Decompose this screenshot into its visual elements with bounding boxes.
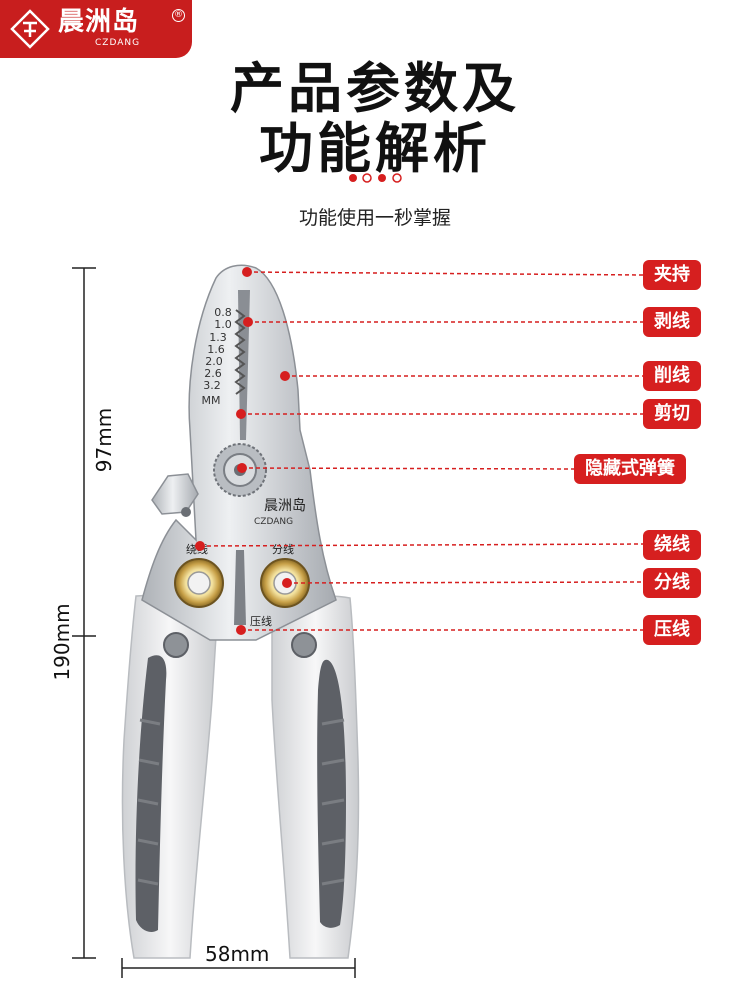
right-handle	[271, 595, 360, 959]
brand-logo-icon	[10, 9, 50, 49]
subtitle: 功能使用一秒掌握	[298, 207, 451, 229]
engraved-brand-sub: CZDANG	[254, 517, 293, 527]
feature-tag-crimp: 压线	[643, 615, 701, 645]
dimension-jaw-length: 97mm	[92, 407, 116, 473]
gauge-4: 2.0	[205, 355, 223, 368]
gauge-1: 1.0	[214, 318, 232, 331]
dimension-total-length: 190mm	[50, 603, 74, 681]
gauge-6: 3.2	[203, 379, 221, 392]
brand-badge: 晨洲岛 ® CZDANG	[0, 0, 192, 58]
engraved-hole-right: 分线	[272, 542, 294, 556]
dimension-lines	[72, 267, 356, 978]
feature-tag-split: 分线	[643, 568, 701, 598]
gauge-marks: 0.8 1.0 1.3 1.6 2.0 2.6 3.2 MM	[202, 306, 232, 407]
feature-tag-strip: 剥线	[643, 307, 701, 337]
engraved-brand: 晨洲岛	[264, 498, 306, 514]
feature-tag-shave: 削线	[643, 361, 701, 391]
gauge-unit: MM	[202, 394, 221, 407]
gauge-3: 1.6	[207, 343, 225, 356]
brand-name: 晨洲岛	[58, 7, 140, 37]
dimension-width: 58mm	[205, 942, 270, 966]
feature-tag-wind: 绕线	[643, 530, 701, 560]
gauge-5: 2.6	[204, 367, 222, 380]
pagination-dots	[349, 173, 402, 183]
headline-line-2: 功能解析	[259, 117, 491, 180]
brand-subtitle: CZDANG	[95, 38, 141, 48]
registered-mark: ®	[172, 9, 185, 22]
callout-points	[195, 267, 292, 635]
feature-tag-hidden-spring: 隐藏式弹簧	[574, 454, 686, 484]
callout-lines	[199, 271, 644, 631]
headline-line-1: 产品参数及	[230, 57, 520, 120]
engraved-crimp: 压线	[250, 614, 272, 628]
left-handle	[121, 594, 219, 959]
feature-tag-clamp: 夹持	[643, 260, 701, 290]
gauge-2: 1.3	[209, 331, 227, 344]
gauge-0: 0.8	[214, 306, 232, 319]
feature-tag-cut: 剪切	[643, 399, 701, 429]
